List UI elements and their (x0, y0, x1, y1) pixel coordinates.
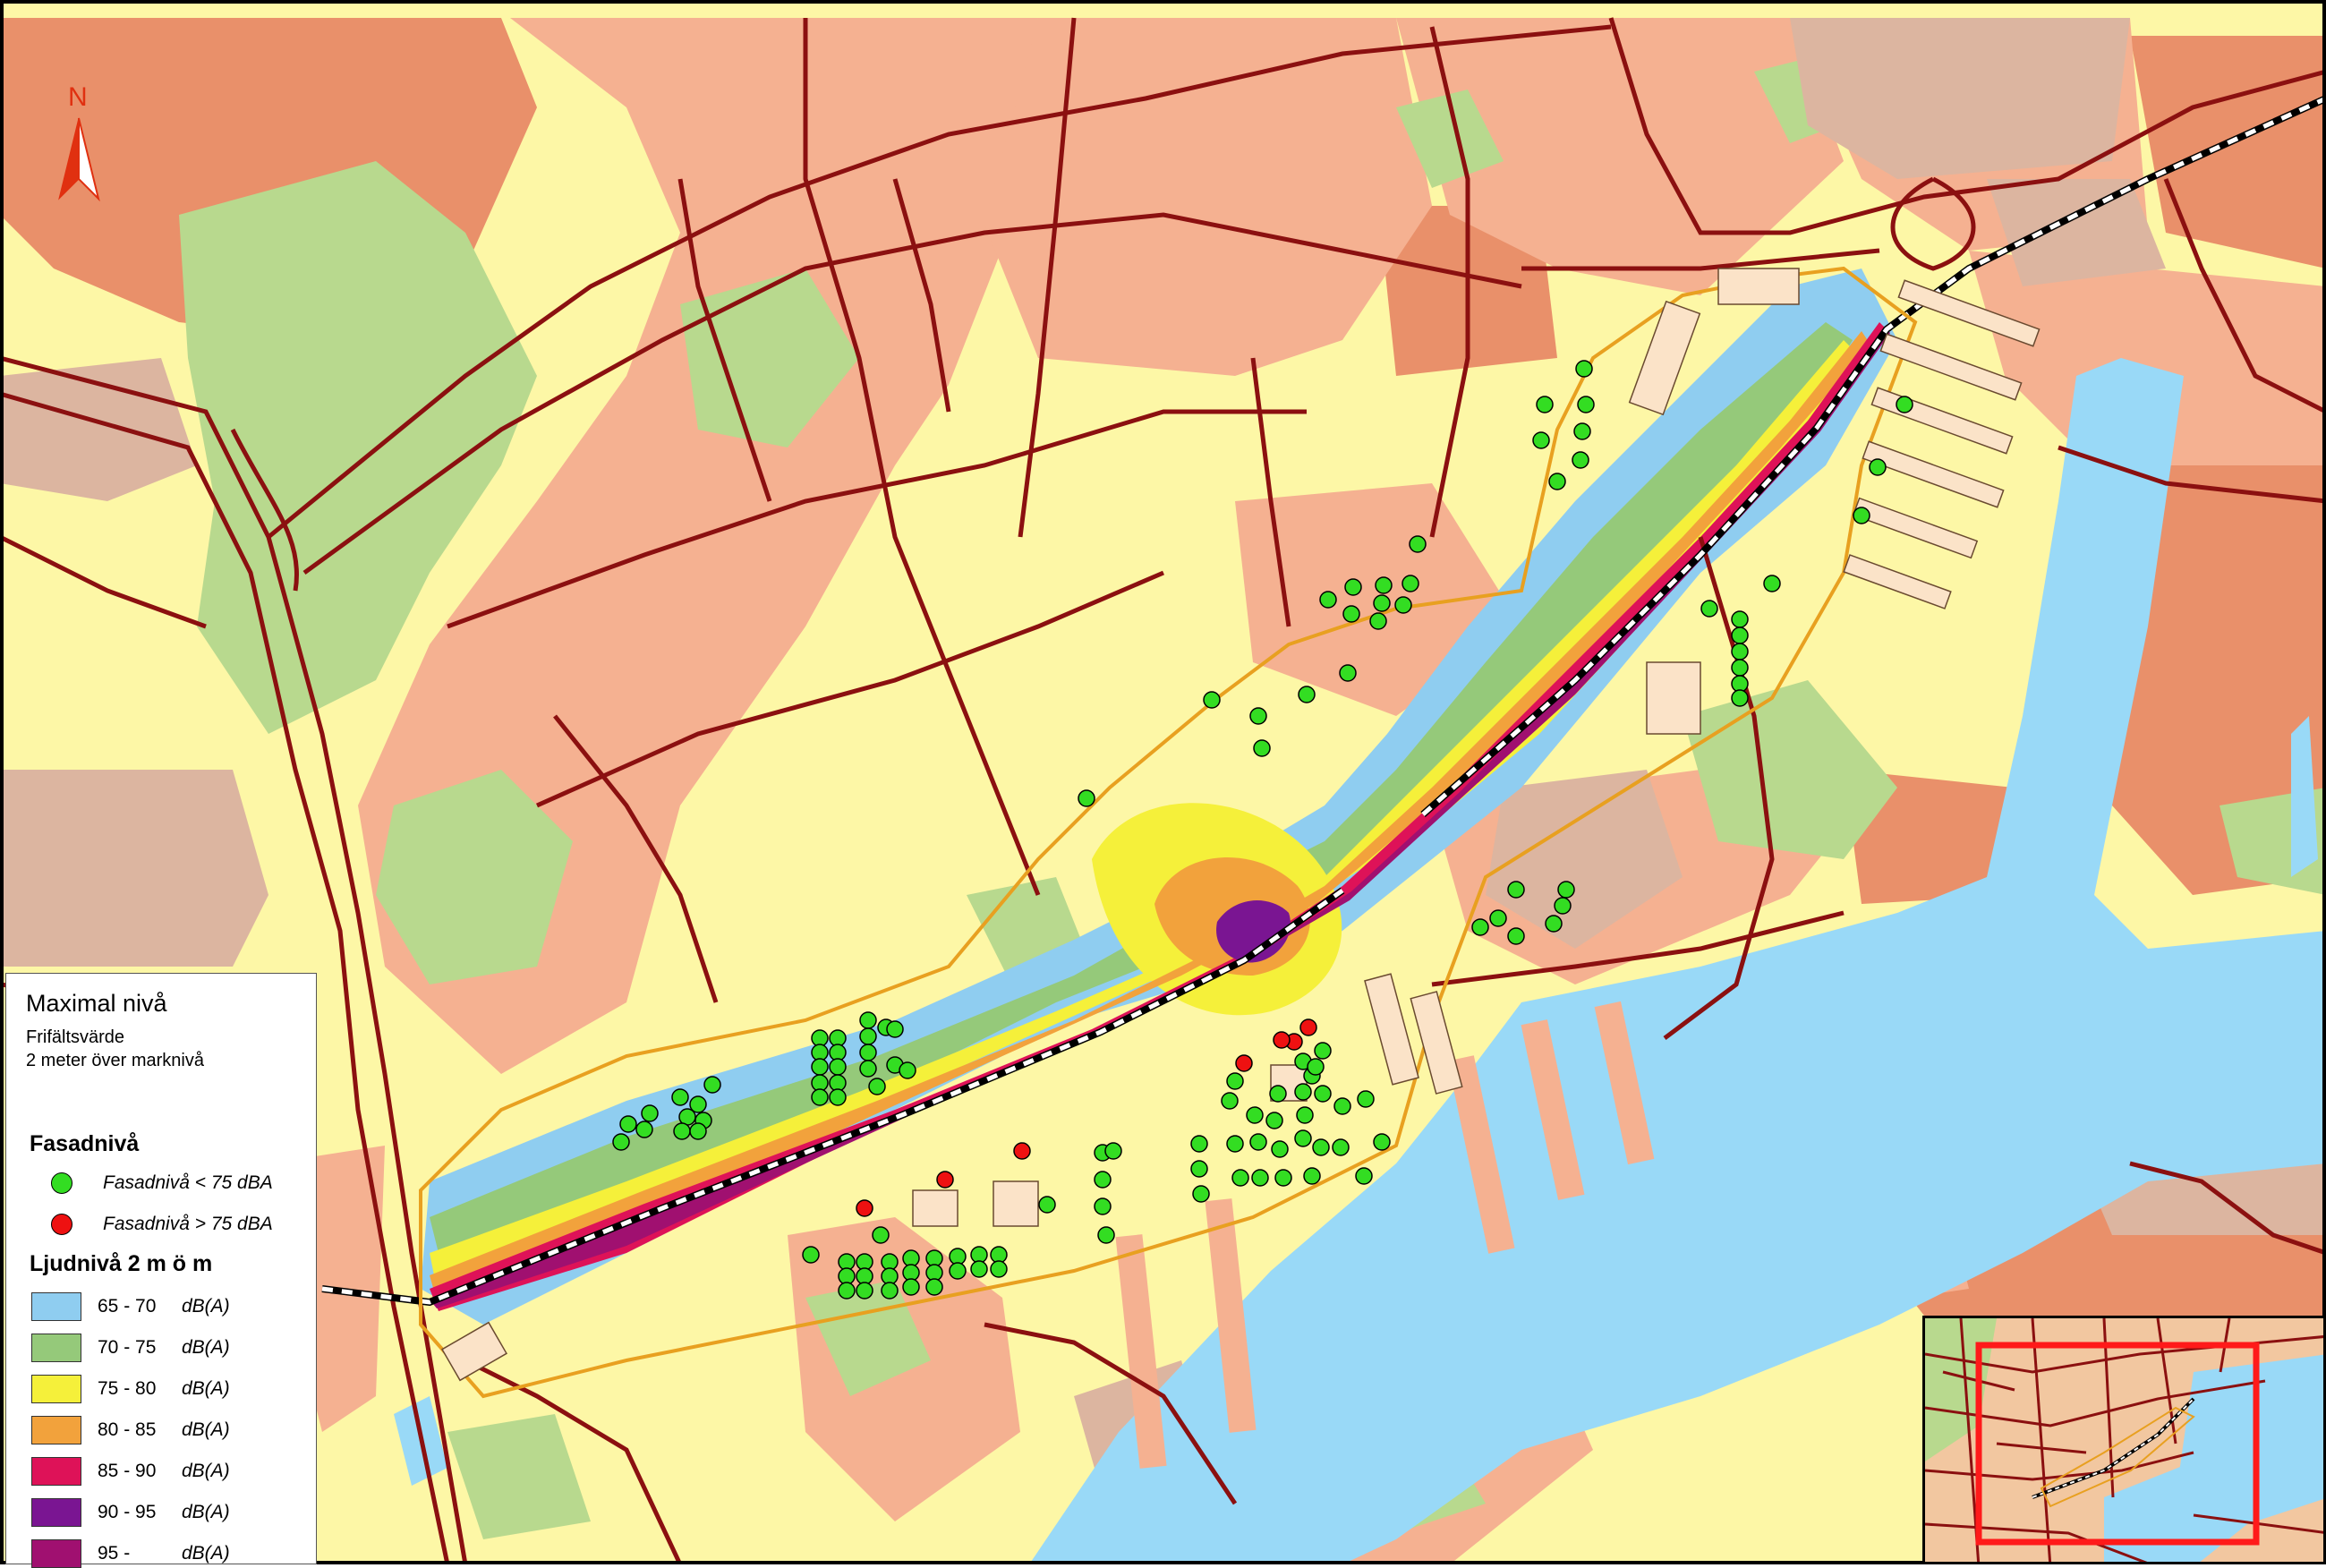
canal (2291, 716, 2318, 877)
inset-map-graphic (1925, 1318, 2323, 1562)
noise-band-swatch (31, 1375, 81, 1403)
noise-band-unit: dB(A) (182, 1296, 230, 1317)
noise-band-swatch (31, 1334, 81, 1362)
water-body (1029, 358, 2326, 1564)
noise-band-row: 85 - 90 dB(A) (31, 1457, 230, 1486)
noise-band-swatch (31, 1539, 81, 1568)
noise-header: Ljudnivå 2 m ö m (30, 1251, 213, 1276)
noise-band-range: 80 - 85 (98, 1419, 157, 1440)
noise-band-unit: dB(A) (182, 1419, 230, 1440)
noise-band-row: 65 - 70 dB(A) (31, 1292, 230, 1321)
noise-band-range: 70 - 75 (98, 1337, 157, 1358)
noise-band-range: 75 - 80 (98, 1378, 157, 1399)
legend-title: Maximal nivå (26, 990, 167, 1017)
facade-points (612, 360, 1913, 1300)
green-dot-icon (51, 1172, 72, 1194)
noise-contours (421, 268, 1897, 1325)
facade-item-below: Fasadnivå < 75 dBA (51, 1172, 273, 1194)
noise-band-range: 95 - (98, 1543, 131, 1564)
industrial-areas (0, 18, 2326, 1521)
overview-inset-map (1922, 1316, 2326, 1564)
map-legend: Maximal nivå Frifältsvärde 2 meter över … (5, 973, 317, 1568)
facade-item-label: Fasadnivå < 75 dBA (103, 1172, 273, 1193)
noise-band-unit: dB(A) (182, 1502, 230, 1522)
park-areas (179, 54, 2326, 1539)
noise-band-range: 90 - 95 (98, 1502, 157, 1522)
noise-band-unit: dB(A) (182, 1461, 230, 1481)
noise-band-unit: dB(A) (182, 1543, 230, 1564)
inset-extent-frame (1975, 1342, 2260, 1546)
facade-header: Fasadnivå (30, 1131, 140, 1156)
noise-band-row: 70 - 75 dB(A) (31, 1334, 230, 1362)
facade-item-above: Fasadnivå > 75 dBA (51, 1214, 273, 1235)
noise-band-swatch (31, 1292, 81, 1321)
noise-band-range: 85 - 90 (98, 1461, 157, 1481)
noise-band-row: 95 - dB(A) (31, 1539, 230, 1568)
facade-item-label: Fasadnivå > 75 dBA (103, 1214, 273, 1234)
noise-band-swatch (31, 1498, 81, 1527)
north-label: N (68, 82, 88, 112)
legend-subtitle-1: Frifältsvärde (26, 1027, 125, 1047)
study-area-boundary (419, 266, 1918, 1399)
north-arrow: N (58, 82, 100, 202)
noise-band-row: 80 - 85 dB(A) (31, 1416, 230, 1444)
noise-band-row: 75 - 80 dB(A) (31, 1375, 230, 1403)
buildings (440, 268, 2041, 1382)
noise-band-swatch (31, 1457, 81, 1486)
legend-subtitle-2: 2 meter över marknivå (26, 1051, 204, 1070)
railway (321, 95, 2326, 1307)
noise-band-swatch (31, 1416, 81, 1444)
noise-band-row: 90 - 95 dB(A) (31, 1498, 230, 1527)
noise-band-unit: dB(A) (182, 1378, 230, 1399)
noise-band-unit: dB(A) (182, 1337, 230, 1358)
piers (1115, 1001, 1655, 1469)
red-dot-icon (51, 1214, 72, 1235)
noise-band-range: 65 - 70 (98, 1296, 157, 1317)
